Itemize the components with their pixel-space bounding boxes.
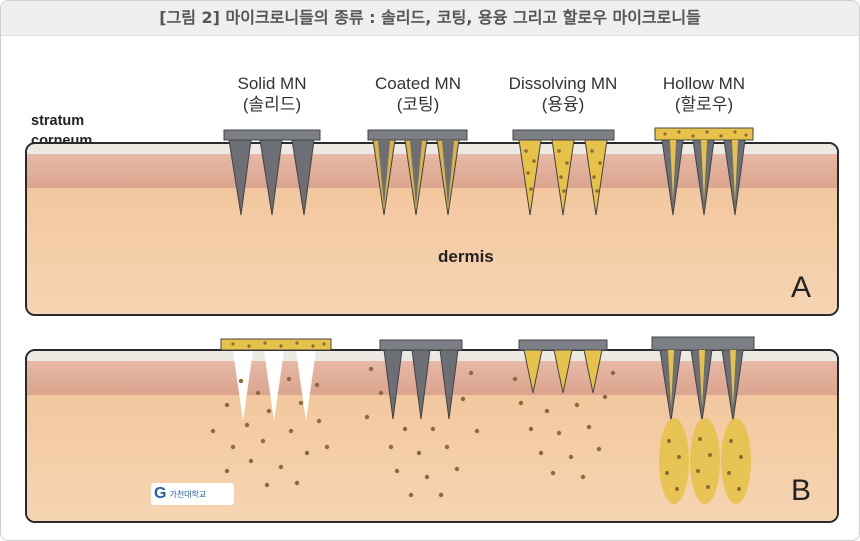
drug-bolus: [690, 418, 720, 504]
dissolving-mn-b-needle: [524, 350, 542, 393]
coated-mn-b-needle: [440, 350, 458, 419]
logo-text: 가천대학교: [169, 489, 206, 500]
hollow-mn-a: [655, 128, 753, 215]
logo-mark-icon: G: [154, 485, 166, 503]
solid-mn-b: [221, 339, 331, 421]
coated-mn-b: [380, 340, 462, 419]
dissolving-mn-b-needle: [554, 350, 572, 393]
solid-mn-b-hole: [296, 351, 316, 421]
dissolving-mn-a-patch: [513, 130, 614, 140]
solid-mn-a: [224, 130, 320, 215]
dissolving-mn-a: [513, 130, 614, 215]
solid-mn-b-patch: [221, 339, 331, 350]
solid-mn-a-needle: [292, 140, 314, 215]
drug-bolus: [721, 418, 751, 504]
dissolving-mn-a-needle: [585, 140, 607, 215]
coated-mn-a-patch: [368, 130, 467, 140]
hollow-mn-b: [652, 337, 754, 504]
coated-mn-b-needle: [412, 350, 430, 419]
dissolving-mn-a-needle: [519, 140, 541, 215]
coated-mn-a: [368, 130, 467, 215]
coated-mn-b-patch: [380, 340, 462, 350]
dissolving-mn-b-patch: [519, 340, 607, 350]
dissolving-mn-b: [519, 340, 607, 393]
dissolving-mn-b-needle: [584, 350, 602, 393]
hollow-mn-a-reservoir: [655, 128, 753, 140]
university-logo: G 가천대학교: [151, 483, 234, 505]
coated-mn-b-needle: [384, 350, 402, 419]
solid-mn-a-needle: [260, 140, 282, 215]
solid-mn-a-patch: [224, 130, 320, 140]
hollow-mn-b-patch: [652, 337, 754, 350]
solid-mn-b-hole: [233, 351, 253, 421]
solid-mn-a-needle: [229, 140, 251, 215]
drug-bolus: [659, 418, 689, 504]
dissolving-mn-a-needle: [552, 140, 574, 215]
